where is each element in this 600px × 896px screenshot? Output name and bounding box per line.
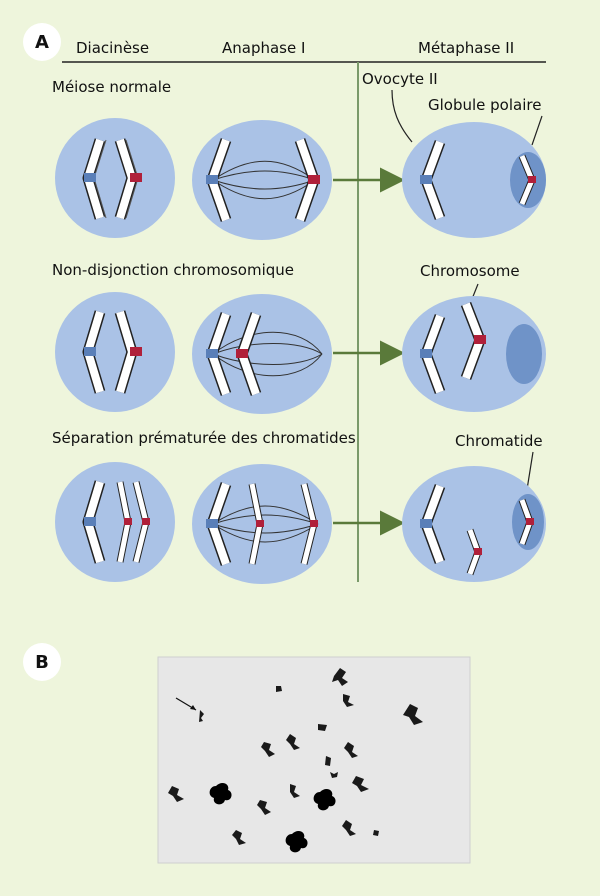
label-oocyte: Ovocyte II (362, 70, 438, 88)
cell-row1-diakinesis (55, 118, 175, 238)
panel-b-letter: B (35, 652, 49, 673)
row-title-nondisjunction: Non-disjonction chromosomique (52, 261, 294, 279)
stage-label-diakinesis: Diacinèse (76, 39, 149, 57)
label-chromosome: Chromosome (420, 262, 520, 280)
panel-b-badge (23, 643, 61, 681)
row-title-normal: Méiose normale (52, 78, 171, 96)
cell-row3-diakinesis (55, 462, 175, 582)
stage-label-anaphase: Anaphase I (222, 39, 305, 57)
label-chromatid: Chromatide (455, 432, 543, 450)
row-title-premature: Séparation prématurée des chromatides (52, 429, 356, 447)
cell-row3-metaphase (402, 466, 546, 582)
cell-row1-metaphase (402, 122, 546, 238)
polar-body-row2 (506, 324, 542, 384)
cell-row2-diakinesis (55, 292, 175, 412)
cell-row3-anaphase (192, 464, 332, 584)
cell-row2-anaphase (192, 294, 332, 414)
stage-label-metaphase: Métaphase II (418, 39, 514, 57)
cell-row2-metaphase (402, 296, 546, 412)
karyotype-micrograph (157, 656, 471, 864)
panel-a-badge (23, 23, 61, 61)
leader-polar-body (531, 115, 543, 146)
panel-a-letter: A (35, 32, 49, 53)
label-polar-body: Globule polaire (428, 96, 541, 114)
cell-row1-anaphase (192, 120, 332, 240)
leader-oocyte (391, 89, 413, 143)
